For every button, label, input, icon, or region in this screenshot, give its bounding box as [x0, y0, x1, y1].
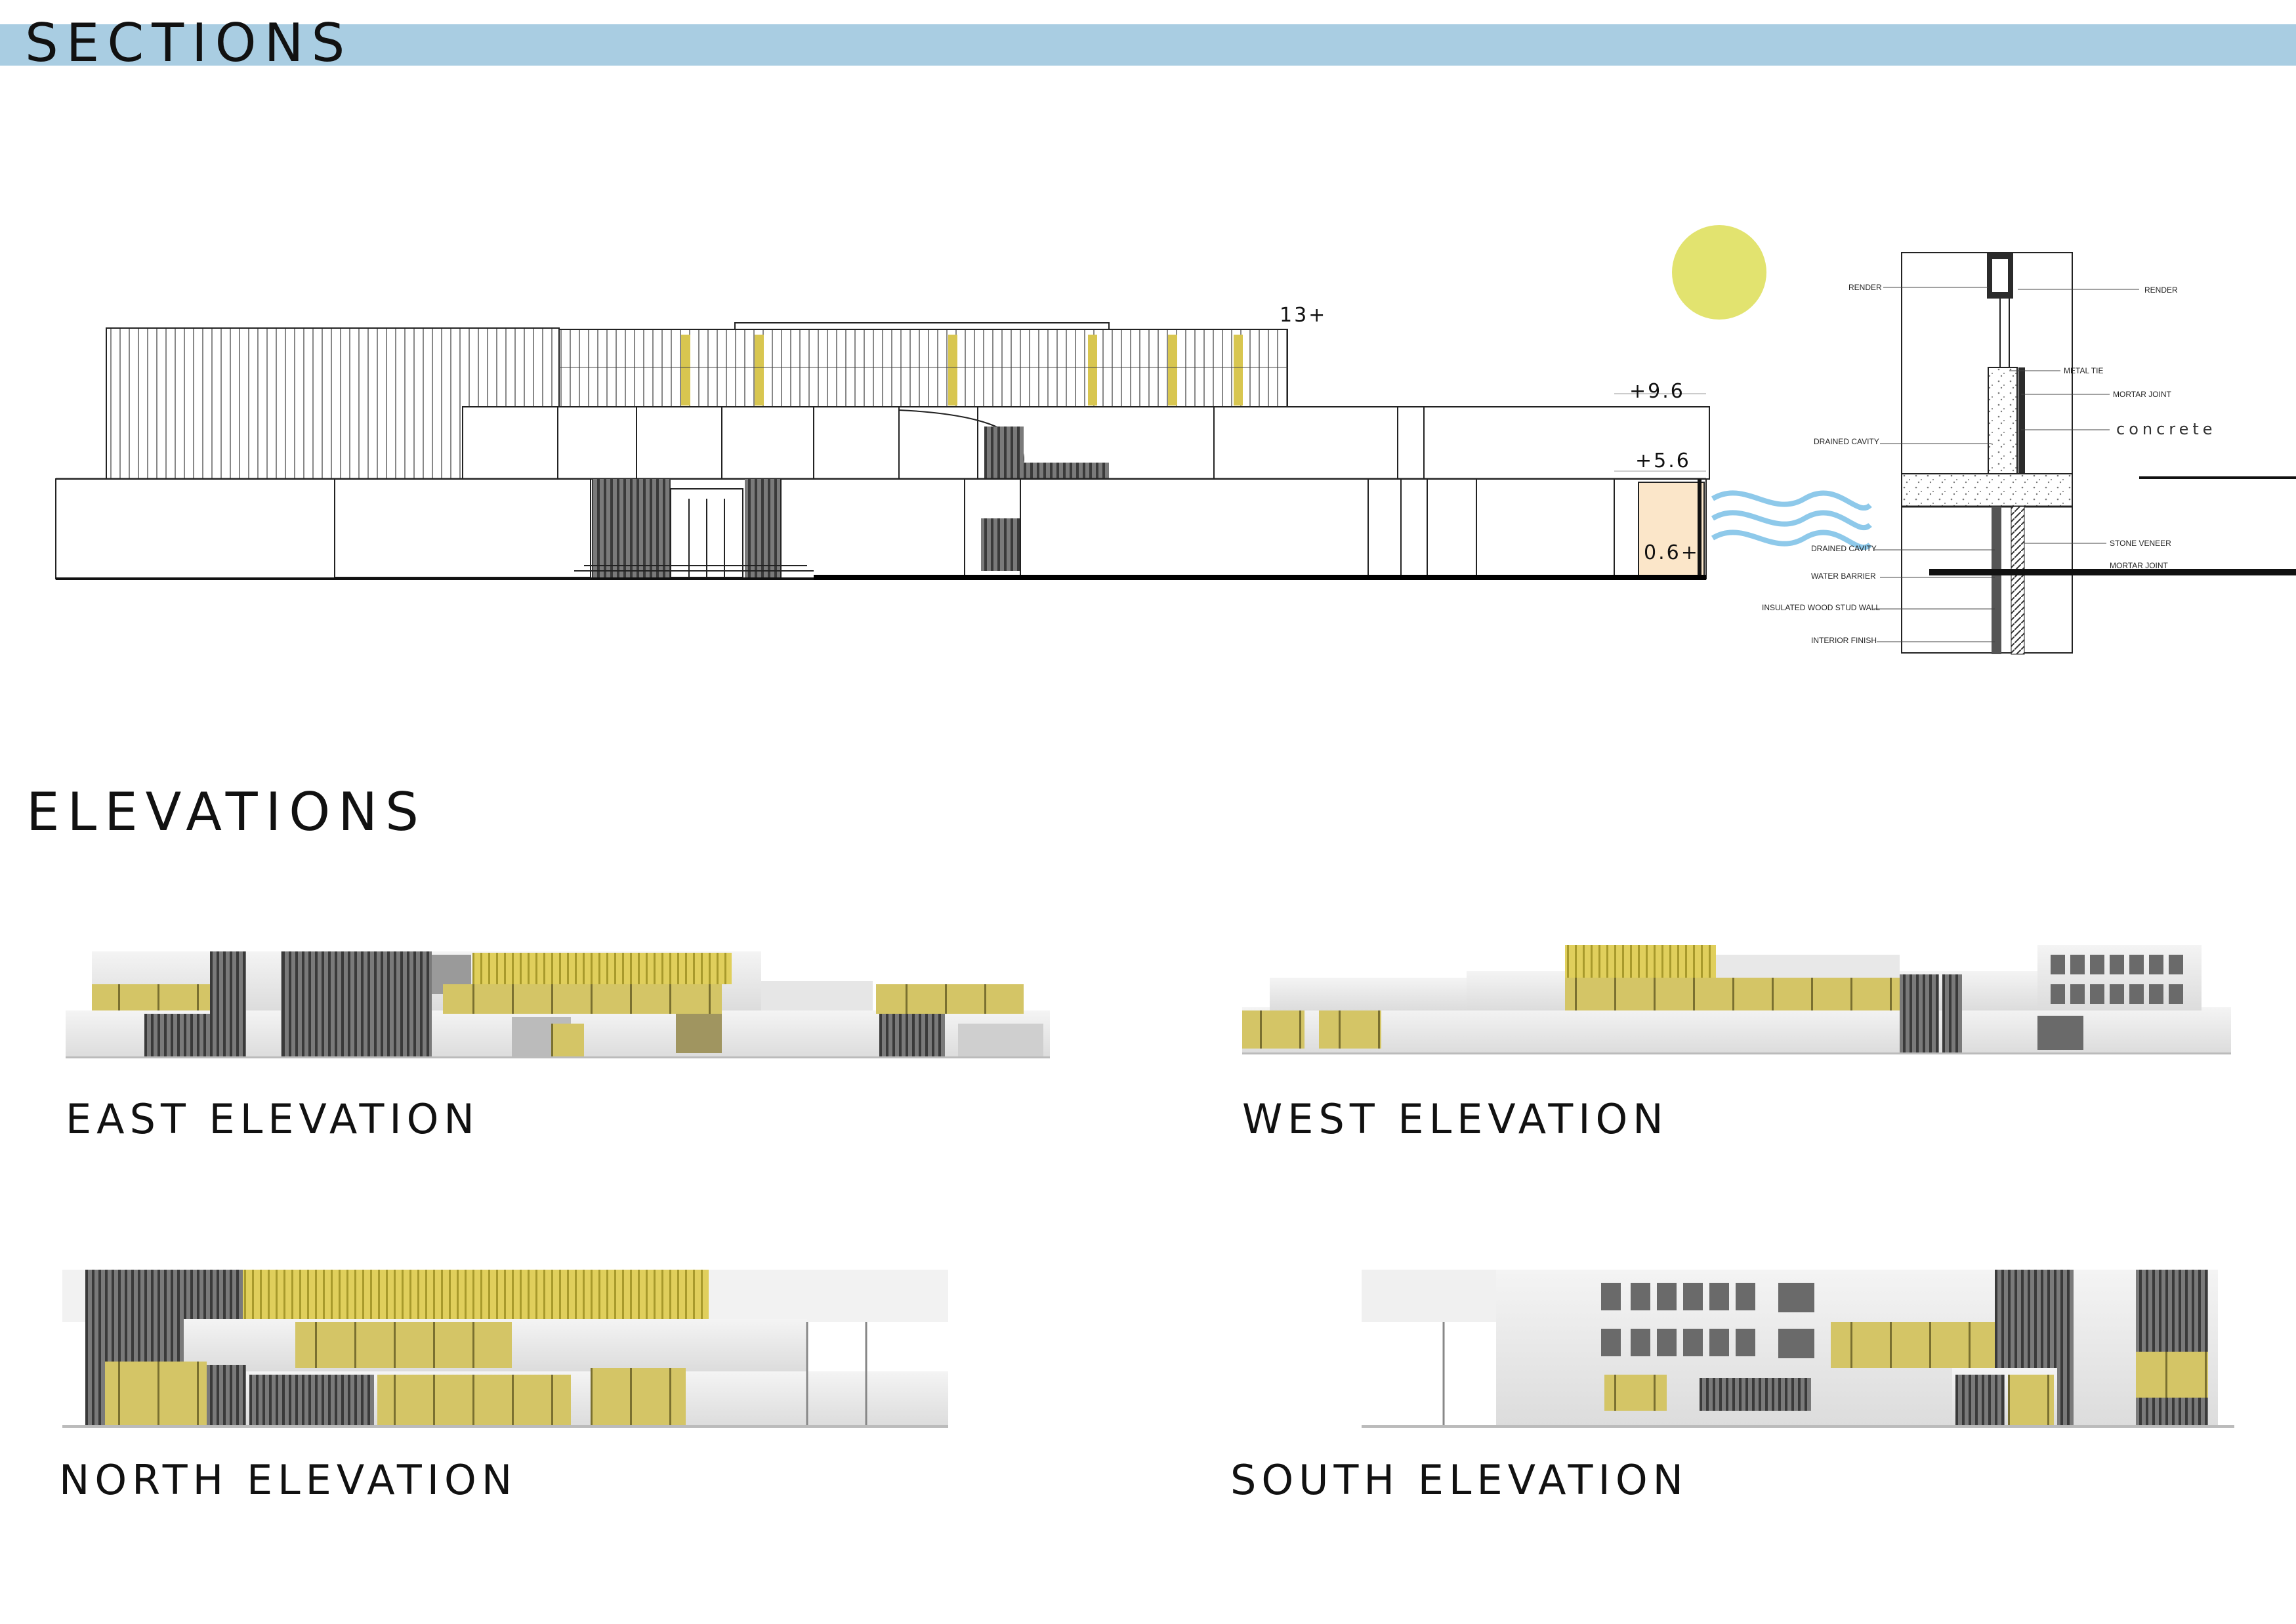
detail-label-stone-veneer: STONE VENEER: [2110, 539, 2171, 548]
detail-label-metal-tie: METAL TIE: [2064, 366, 2103, 375]
sun-icon: [1672, 225, 1766, 320]
north-elevation-label: NORTH ELEVATION: [59, 1456, 518, 1504]
detail-label-insulated-wall: INSULATED WOOD STUD WALL: [1762, 603, 1880, 612]
detail-label-drained-cavity-1: DRAINED CAVITY: [1814, 437, 1879, 446]
south-elevation-drawing: [1362, 1270, 2234, 1428]
level-5-6: +5.6: [1635, 449, 1691, 472]
detail-label-drained-cavity-2: DRAINED CAVITY: [1811, 544, 1877, 553]
level-0-6: 0.6+: [1644, 541, 1700, 564]
level-13: 13+: [1280, 304, 1327, 327]
water-wave-icon: [1711, 490, 1872, 551]
detail-label-render-left: RENDER: [1848, 283, 1882, 292]
detail-label-interior-finish: INTERIOR FINISH: [1811, 636, 1877, 645]
north-elevation-drawing: [62, 1270, 948, 1428]
south-elevation-label: SOUTH ELEVATION: [1230, 1456, 1689, 1504]
wall-detail: [1873, 252, 2296, 655]
detail-label-mortar-joint-2: MORTAR JOINT: [2110, 561, 2169, 570]
title-band: [0, 24, 2296, 66]
east-elevation-drawing: [66, 951, 1050, 1058]
east-elevation-label: EAST ELEVATION: [66, 1095, 480, 1143]
west-elevation-drawing: [1242, 945, 2231, 1054]
detail-label-mortar-joint-1: MORTAR JOINT: [2113, 390, 2172, 399]
detail-label-render-right: RENDER: [2144, 285, 2178, 295]
detail-label-concrete: concrete: [2116, 420, 2217, 438]
sections-heading: SECTIONS: [25, 12, 353, 73]
elevations-heading: ELEVATIONS: [26, 781, 427, 843]
detail-label-water-barrier: WATER BARRIER: [1811, 572, 1876, 581]
building-section: [55, 322, 1710, 580]
west-elevation-label: WEST ELEVATION: [1242, 1095, 1669, 1143]
level-9-6: +9.6: [1629, 380, 1685, 403]
